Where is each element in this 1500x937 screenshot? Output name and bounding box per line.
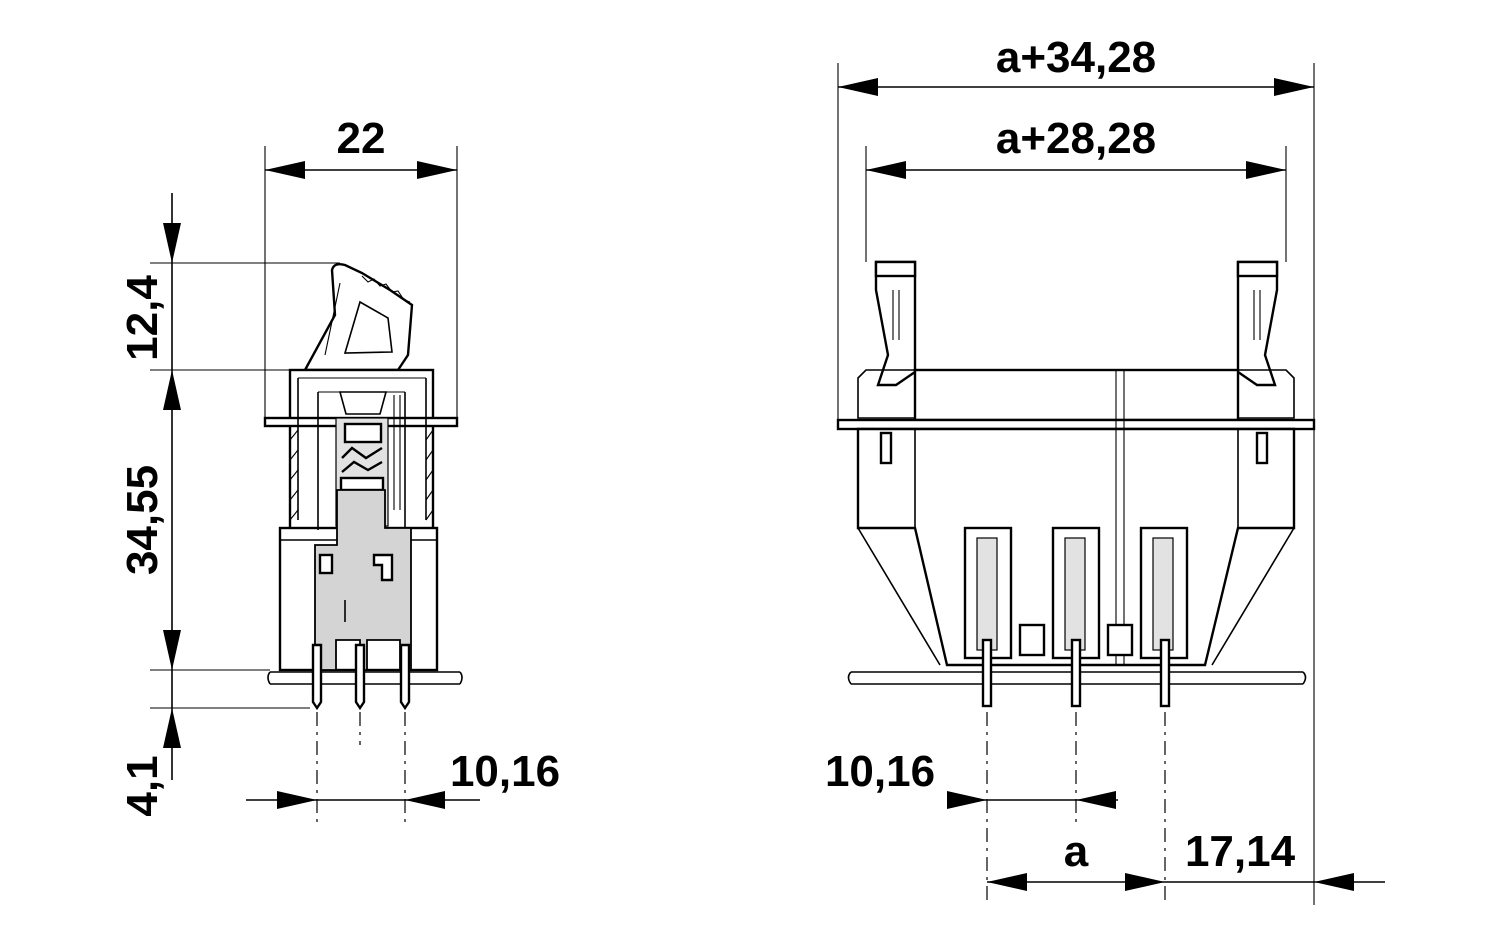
dimension-front-pitch: 10,16 — [825, 747, 1118, 809]
side-lever — [302, 262, 414, 372]
edge-17-14-label: 17,14 — [1185, 827, 1296, 876]
side-view: 22 12,4 34,55 4,1 — [118, 114, 560, 826]
front-right-latch — [1236, 260, 1295, 419]
dimension-34-55-label: 34,55 — [118, 465, 167, 575]
front-pitch-label: 10,16 — [825, 747, 935, 796]
span-a-label: a — [1064, 827, 1089, 876]
front-view: a+34,28 a+28,28 — [825, 33, 1385, 905]
dimension-inner-width: a+28,28 — [865, 114, 1287, 262]
dimension-4-1-label: 4,1 — [118, 755, 167, 816]
dimension-22-label: 22 — [337, 114, 386, 163]
side-pins — [311, 643, 411, 826]
side-pitch-label: 10,16 — [450, 747, 560, 796]
front-contacts — [963, 526, 1189, 660]
dimension-outer-width: a+34,28 — [837, 33, 1315, 905]
vertical-dimensions: 12,4 34,55 4,1 — [118, 193, 340, 817]
dimension-12-4-label: 12,4 — [118, 275, 167, 361]
inner-width-label: a+28,28 — [996, 114, 1156, 163]
side-contact-insert — [314, 489, 412, 671]
dimension-side-pitch: 10,16 — [246, 747, 560, 809]
outer-width-label: a+34,28 — [996, 33, 1156, 82]
front-left-latch — [857, 260, 917, 419]
dimension-22: 22 — [264, 114, 458, 418]
dimension-front-span: a 17,14 — [987, 827, 1385, 891]
front-pins — [981, 638, 1171, 905]
